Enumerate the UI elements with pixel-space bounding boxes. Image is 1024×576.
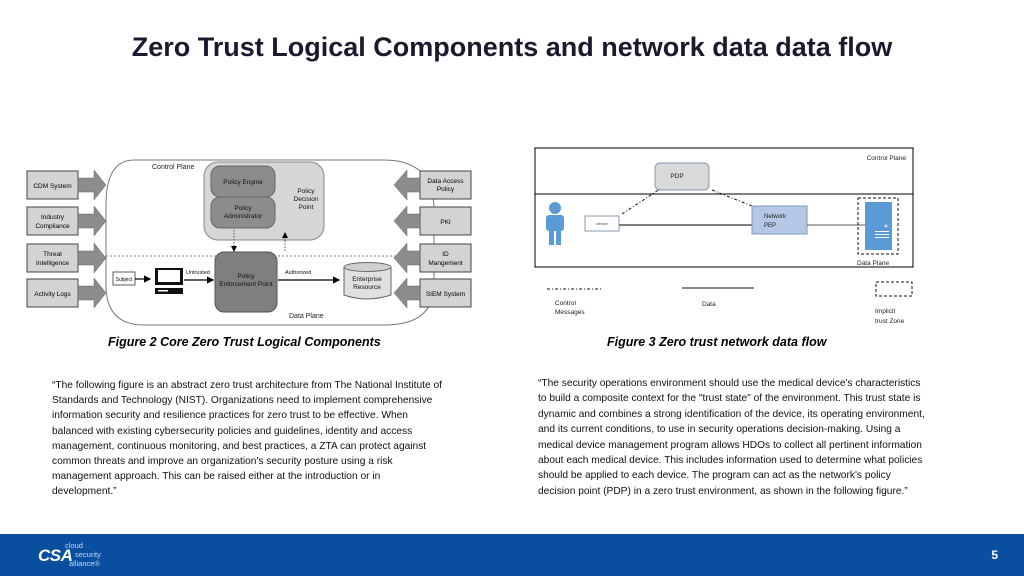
svg-text:Mangement: Mangement <box>428 260 463 267</box>
nist-description-paragraph: “The following figure is an abstract zer… <box>52 380 442 498</box>
right-input-data-access-policy: Data Access Policy <box>393 169 472 201</box>
pdp-label-1: Policy <box>297 188 315 195</box>
network-data-flow-diagram: Control Plane Data Plane PDP device Netw… <box>534 147 914 325</box>
left-input-cdm-system: CDM System <box>26 169 107 201</box>
data-plane-label: Data Plane <box>289 313 324 320</box>
legend-data-label: Data <box>702 301 716 308</box>
svg-text:Activity Logs: Activity Logs <box>34 291 71 298</box>
legend-implicit-trust-zone-box <box>875 281 913 297</box>
pdp-label-2: Decision <box>294 196 319 203</box>
legend-control-messages-label-2: Messages <box>555 309 585 316</box>
policy-administrator-label-1: Policy <box>234 205 252 212</box>
device-label: device <box>596 221 608 226</box>
csa-logo: CSA cloud security alliance® <box>38 541 101 568</box>
logo-word-alliance: alliance® <box>69 559 100 568</box>
pdp-label-3: Point <box>299 204 314 211</box>
control-plane-label: Control Plane <box>152 164 195 171</box>
pdp-box <box>654 162 710 191</box>
right-input-siem-system: SIEM System <box>393 277 472 309</box>
policy-administrator-label-2: Administrator <box>224 213 263 220</box>
svg-text:Compliance: Compliance <box>35 223 70 230</box>
enterprise-resource-database-icon <box>343 262 392 300</box>
right-input-pki: PKI <box>393 205 472 237</box>
svg-text:PKI: PKI <box>440 219 451 226</box>
network-pep-label-1: Network <box>764 214 787 220</box>
legend-implicit-trust-label-2: trust Zone <box>875 318 905 325</box>
left-input-activity-logs: Activity Logs <box>26 277 107 309</box>
footer-bar: CSA cloud security alliance® 5 <box>0 534 1024 576</box>
pdp-label: PDP <box>670 173 683 180</box>
network-pep-label-2: PEP <box>764 223 776 229</box>
core-zero-trust-diagram: Control Plane Data Plane Policy Engine P… <box>26 159 474 326</box>
page-number: 5 <box>991 548 998 562</box>
control-plane-region <box>534 147 914 195</box>
figure-3-caption: Figure 3 Zero trust network data flow <box>607 335 827 349</box>
legend-control-messages-label-1: Control <box>555 300 577 307</box>
pep-label-2: Enforcement Point <box>219 281 273 288</box>
server-icon <box>865 202 892 250</box>
policy-enforcement-point-box <box>214 251 278 313</box>
svg-text:Administrator: Administrator <box>224 213 263 220</box>
svg-text:Intelligence: Intelligence <box>36 260 69 267</box>
logo-word-security: security <box>75 550 101 559</box>
device-box <box>584 215 620 232</box>
computer-icon <box>155 268 183 294</box>
untrusted-label: Untrusted <box>186 270 210 276</box>
figure-2-caption: Figure 2 Core Zero Trust Logical Compone… <box>108 335 381 349</box>
svg-text:ID: ID <box>442 251 449 258</box>
authorized-label: Authorized <box>285 270 311 276</box>
implicit-trust-zone-box <box>857 197 899 255</box>
security-operations-paragraph: “The security operations environment sho… <box>538 378 925 497</box>
right-input-id-management: ID Mangement <box>393 242 472 274</box>
logo-word-cloud: cloud <box>65 541 83 550</box>
network-pep-box <box>751 205 808 235</box>
svg-text:SIEM System: SIEM System <box>426 291 465 298</box>
svg-text:Policy: Policy <box>234 205 252 212</box>
subject-label: Subject <box>116 277 133 283</box>
pep-label-1: Policy <box>237 273 255 280</box>
data-plane-label-right: Data Plane <box>857 260 890 267</box>
svg-text:Policy: Policy <box>437 186 455 193</box>
legend-implicit-trust-label-1: Implicit <box>875 308 895 315</box>
enterprise-resource-label-1: Enterprise <box>352 276 382 283</box>
slide-title: Zero Trust Logical Components and networ… <box>131 32 893 62</box>
svg-text:Data Access: Data Access <box>427 178 464 185</box>
control-plane-label-right: Control Plane <box>867 155 907 162</box>
svg-text:Industry: Industry <box>41 214 65 221</box>
policy-engine-label: Policy Engine <box>223 179 263 186</box>
csa-logo-mark: CSA <box>38 546 73 565</box>
svg-text:CDM System: CDM System <box>33 183 71 190</box>
left-input-industry-compliance: Industry Compliance <box>26 205 107 237</box>
enterprise-resource-label-2: Resource <box>353 284 381 291</box>
person-icon <box>546 202 564 245</box>
svg-text:Threat: Threat <box>43 251 62 258</box>
left-input-threat-intelligence: Threat Intelligence <box>26 242 107 274</box>
policy-administrator-box <box>210 196 276 229</box>
